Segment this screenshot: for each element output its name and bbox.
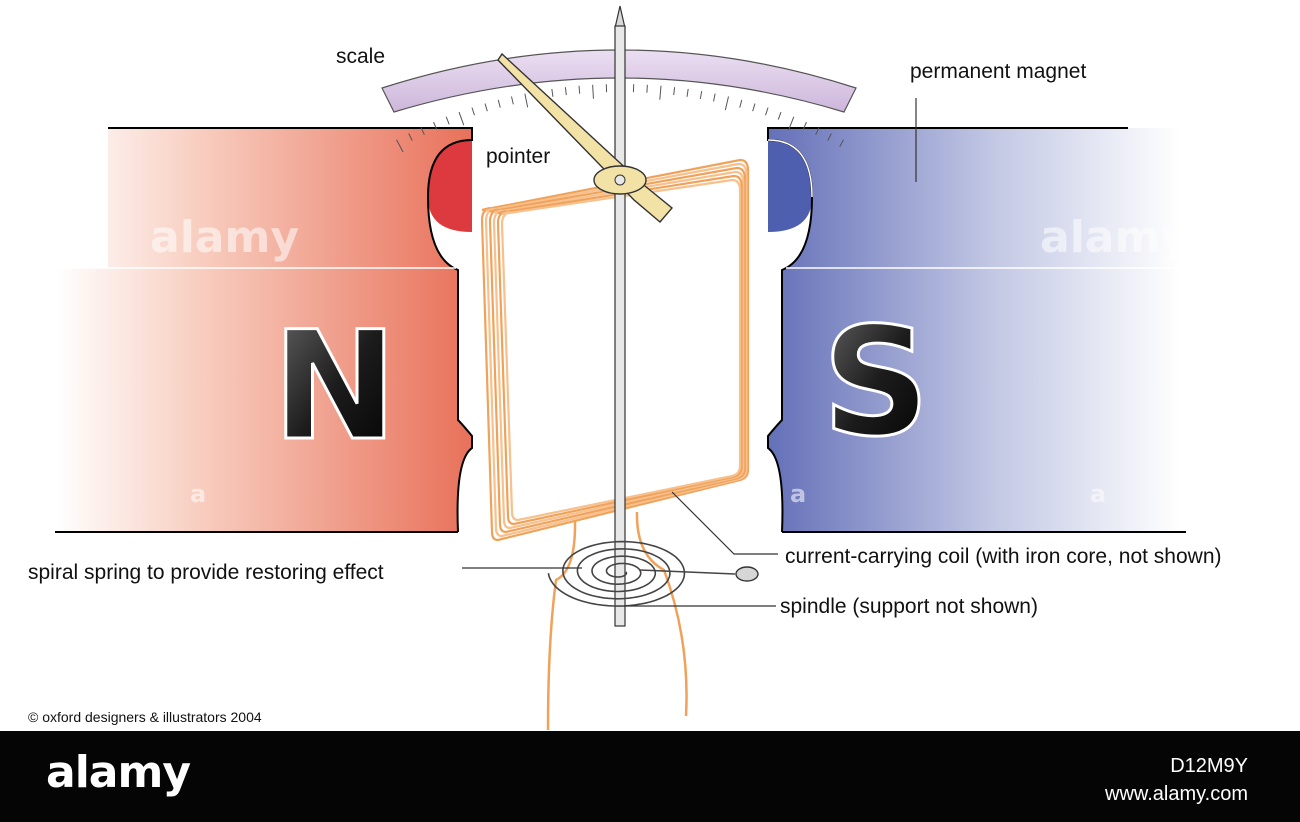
scale-tick [827, 133, 832, 141]
scale-tick [788, 116, 795, 131]
scale-tick [777, 111, 782, 120]
scale-tick [445, 116, 450, 125]
pointer-needle [497, 52, 673, 223]
scale-tick [551, 88, 554, 97]
south-pole-face [768, 140, 812, 232]
scale-tick [524, 93, 529, 108]
scale-tick [592, 84, 594, 99]
label-pointer: pointer [486, 145, 550, 168]
scale-tick [713, 93, 716, 102]
scale-tick [564, 87, 567, 96]
copyright-notice: © oxford designers & illustrators 2004 [28, 709, 262, 725]
moving-coil-meter-diagram: alamy alamy a a a a N S scale pointer [28, 5, 1222, 731]
watermark-small-1: a [190, 480, 206, 508]
scale-tick [511, 96, 514, 105]
label-spindle: spindle (support not shown) [780, 595, 1038, 618]
scale-tick [686, 88, 689, 97]
scale-tick [739, 99, 743, 108]
label-spiral-spring: spiral spring to provide restoring effec… [28, 561, 384, 584]
watermark-small-2: a [790, 480, 806, 508]
scale-tick [839, 139, 844, 148]
scale-tick [659, 85, 662, 100]
watermark-left: alamy [150, 212, 299, 263]
scale-tick [408, 133, 413, 141]
scale-tick [396, 139, 404, 153]
scale-tick [765, 107, 769, 116]
north-magnet [55, 127, 473, 533]
label-scale: scale [336, 45, 385, 68]
coil-lead-left [546, 519, 577, 731]
scale-tick [752, 103, 756, 112]
scale-tick [433, 121, 438, 130]
label-coil: current-carrying coil (with iron core, n… [785, 545, 1222, 568]
north-pole-letter: N [272, 300, 398, 474]
leader-lines [462, 98, 917, 607]
footer-url: www.alamy.com [1105, 783, 1248, 805]
scale-tick [802, 121, 807, 130]
south-magnet [767, 127, 1186, 533]
coil-lead-right [635, 511, 688, 717]
scale-tick [699, 90, 703, 100]
scale-tick [673, 87, 676, 96]
label-permanent-magnet: permanent magnet [910, 60, 1086, 83]
stock-footer-bar: alamy D12M9Y www.alamy.com [0, 731, 1300, 822]
scale-tick [578, 85, 581, 94]
scale-tick [815, 127, 820, 136]
scale-tick [484, 103, 488, 112]
footer-image-id: D12M9Y [1170, 755, 1248, 777]
north-pole-face [428, 140, 472, 232]
scale-tick [724, 96, 729, 111]
scale-tick [497, 99, 501, 108]
watermark-small-3: a [1090, 480, 1106, 508]
spiral-spring [547, 540, 759, 607]
spring-terminal [735, 566, 759, 582]
scale-tick [471, 107, 475, 116]
footer-logo: alamy [46, 747, 191, 798]
south-pole-letter: S [822, 296, 930, 470]
scale-tick [458, 111, 465, 126]
watermark-right: alamy [1040, 212, 1189, 263]
spindle [614, 5, 626, 627]
scale-tick [420, 127, 425, 136]
